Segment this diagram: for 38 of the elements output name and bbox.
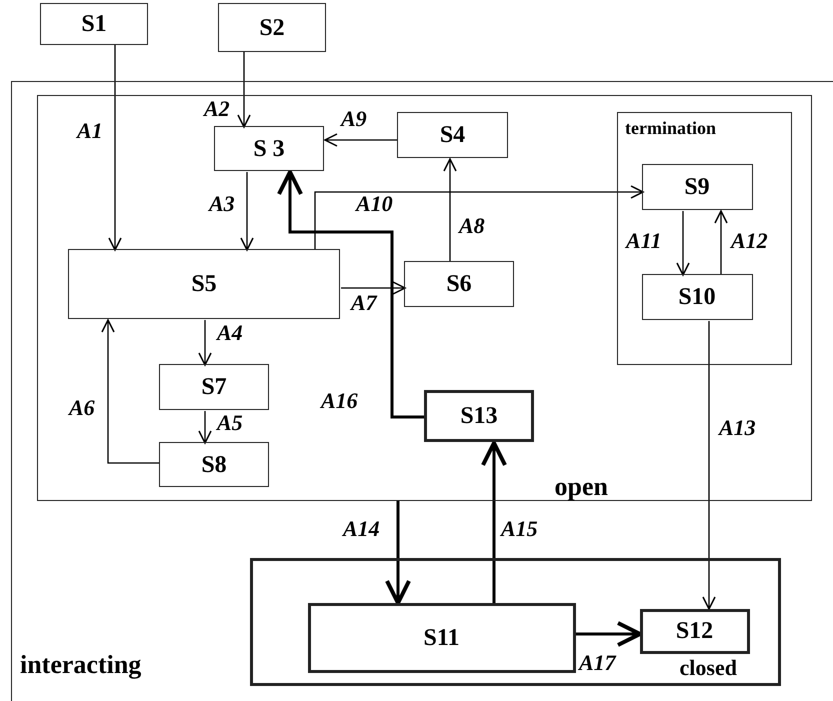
arrow (108, 45, 122, 251)
arrow (314, 185, 644, 250)
arrow (576, 621, 642, 647)
state-box: S10 (642, 274, 752, 320)
arrow (385, 501, 411, 605)
arrow (198, 320, 212, 366)
state-box: S12 (640, 608, 750, 654)
arrow (324, 133, 398, 147)
arrow (481, 441, 507, 603)
state-box: S1 (40, 3, 148, 45)
state-box: S11 (308, 602, 576, 672)
group-label: termination (625, 119, 716, 137)
arrow (198, 411, 212, 444)
state-box: S6 (404, 261, 514, 307)
group-label: interacting (20, 652, 142, 678)
state-box: S4 (397, 112, 508, 158)
state-box: S9 (642, 164, 752, 210)
state-box: S13 (424, 390, 534, 442)
state-box: S 3 (214, 126, 324, 171)
arrow (341, 281, 406, 295)
arrow (702, 321, 716, 610)
state-box: S8 (159, 442, 269, 487)
state-box: S7 (159, 364, 269, 410)
arrow (714, 210, 728, 275)
group-label: closed (680, 656, 737, 678)
arrow (101, 319, 160, 464)
arrow (443, 158, 457, 262)
arrow (237, 52, 251, 128)
state-box: S5 (68, 249, 340, 319)
group-box (11, 81, 833, 701)
group-label: open (554, 474, 608, 500)
group-box (250, 558, 780, 686)
arrow (676, 211, 690, 276)
state-box: S2 (218, 3, 326, 52)
group-box (617, 112, 792, 365)
group-box (36, 94, 812, 500)
arrow (240, 172, 254, 251)
arrow (277, 170, 425, 418)
